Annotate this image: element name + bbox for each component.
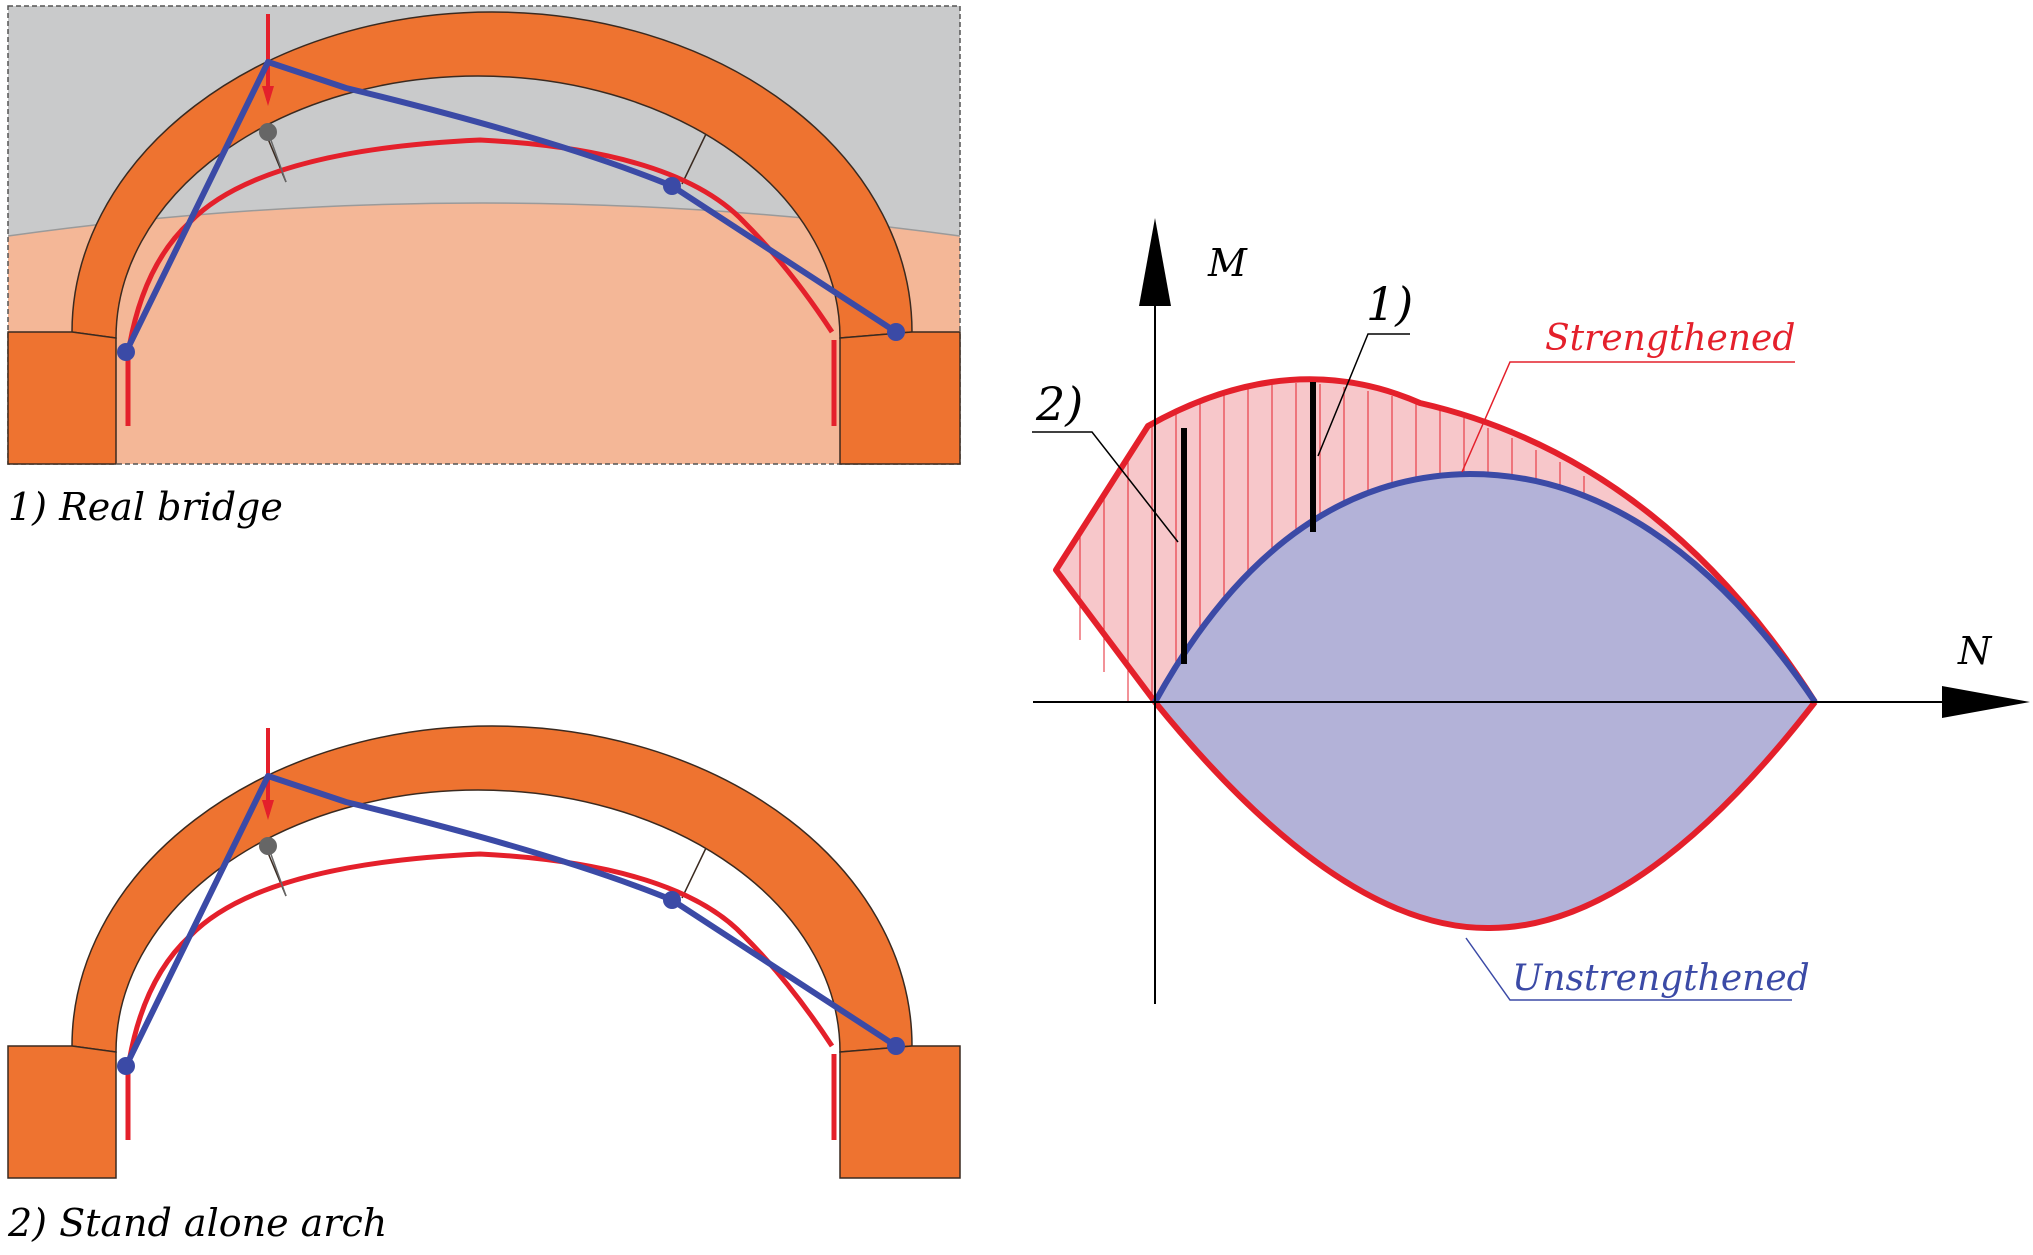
- hinge-gray: [259, 123, 277, 141]
- hinge-blue: [887, 1037, 905, 1055]
- hinge-blue: [117, 1057, 135, 1075]
- mechanism-line-blue: [123, 59, 898, 354]
- mechanism-line-blue: [123, 773, 898, 1068]
- n-axis-arrowhead: [1942, 686, 2030, 718]
- leader-1: [1317, 333, 1410, 457]
- unstrengthened-curve-upper: [1152, 470, 1818, 704]
- thrust-line-red: [125, 851, 835, 1069]
- point-load-arrow-head: [262, 86, 274, 106]
- arch-ring: [71, 725, 913, 1053]
- hinge-blue: [887, 323, 905, 341]
- voussoir-joint: [681, 133, 707, 185]
- marker-label-2: 2): [1035, 377, 1083, 431]
- caption-stand-alone-arch: 2) Stand alone arch: [7, 1201, 387, 1245]
- marker-label-1: 1): [1366, 277, 1413, 331]
- panel-border: [7, 5, 961, 465]
- hinge-blue: [117, 343, 135, 361]
- right-abutment: [839, 1045, 961, 1179]
- backfill-region: [8, 203, 960, 464]
- leader-2: [1032, 431, 1179, 543]
- caption-real-bridge: 1) Real bridge: [8, 485, 283, 529]
- n-axis-label: N: [1957, 629, 1993, 673]
- hinge-blue: [663, 177, 681, 195]
- point-load-arrow-head: [262, 800, 274, 820]
- voussoir-joint: [681, 847, 707, 899]
- strengthened-leader: [1461, 361, 1795, 473]
- left-abutment: [7, 1045, 117, 1179]
- thrust-line-red: [125, 137, 835, 355]
- strength-hatching: [1079, 383, 1585, 702]
- panel-stand-alone-arch: [7, 725, 961, 1179]
- strengthened-curve-upper: [1053, 376, 1818, 704]
- interaction-diagram: M N 2) 1) Strengthened Unstrengthened: [1032, 218, 2030, 1004]
- hinge-gray: [259, 837, 277, 855]
- m-axis-arrowhead: [1139, 218, 1171, 306]
- strengthened-label: Strengthened: [1545, 318, 1795, 359]
- hinge-blue: [663, 891, 681, 909]
- right-abutment: [839, 331, 961, 465]
- unstrengthened-label: Unstrengthened: [1512, 958, 1810, 999]
- m-axis-label: M: [1207, 241, 1248, 285]
- left-abutment: [7, 331, 117, 465]
- panel-real-bridge: [7, 5, 961, 465]
- unstrengthened-leader: [1465, 937, 1792, 1001]
- strengthened-curve-lower: [1152, 700, 1818, 932]
